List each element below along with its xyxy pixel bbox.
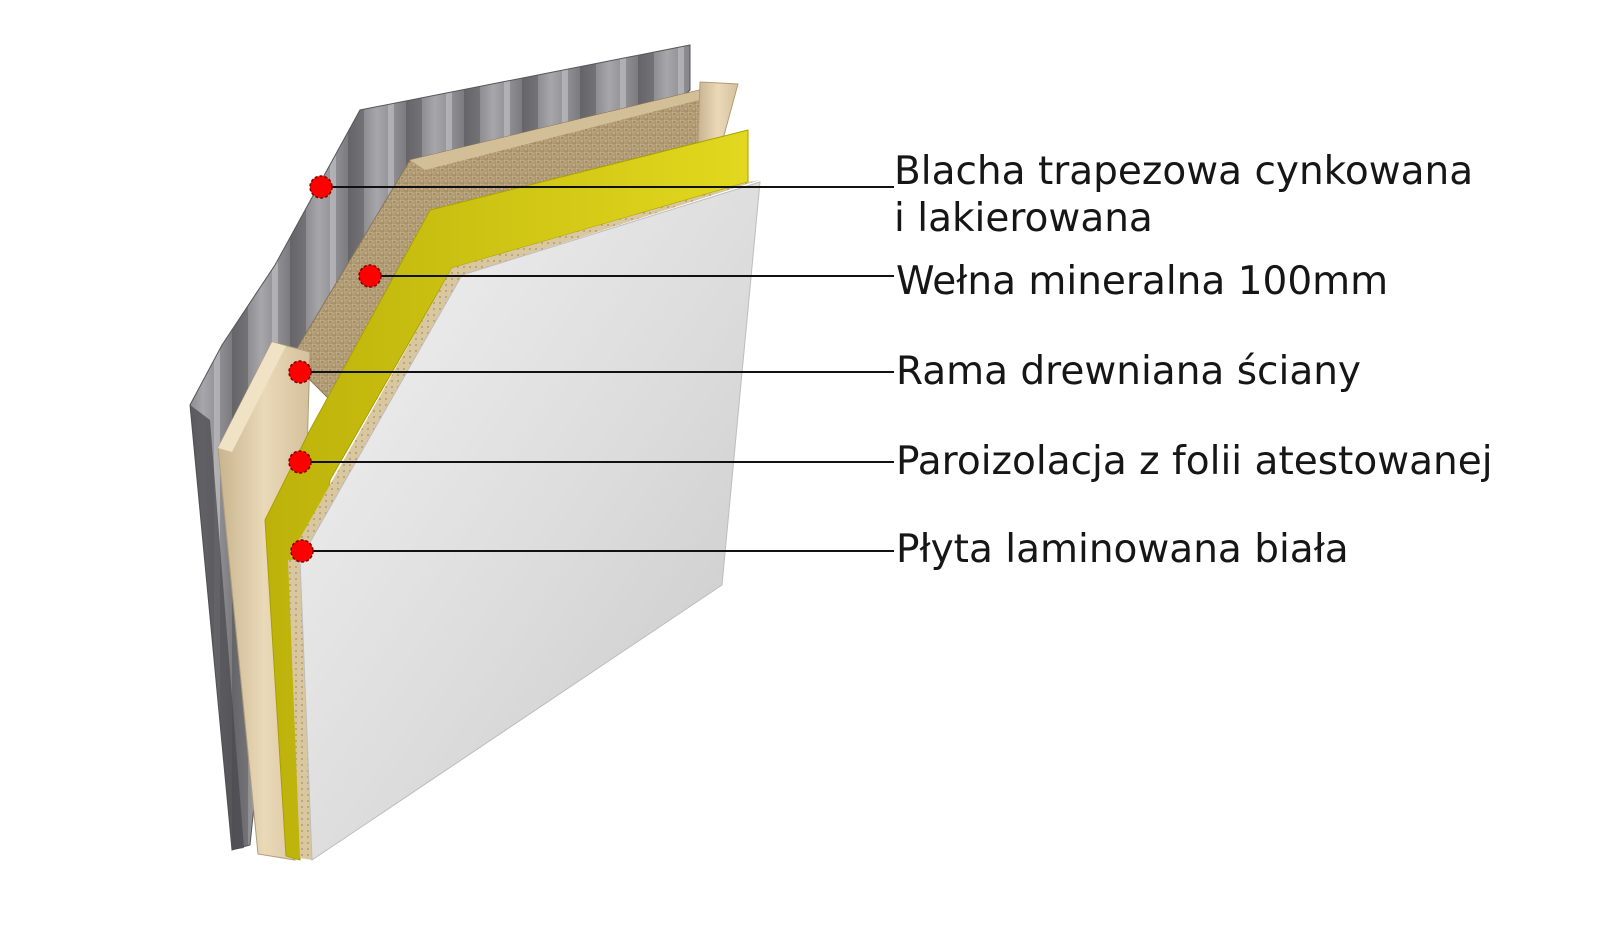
label-line: Rama drewniana ściany	[896, 349, 1362, 394]
label-line: Blacha trapezowa cynkowana	[894, 149, 1474, 194]
marker-dot-frame	[288, 360, 312, 384]
marker-dot-vapor	[288, 450, 312, 474]
mineral-wool-top-face	[410, 90, 715, 170]
label-vapor-barrier: Paroizolacja z folii atestowanej	[896, 438, 1493, 485]
timber-frame-post-face	[218, 342, 286, 452]
label-line: Paroizolacja z folii atestowanej	[896, 439, 1493, 484]
layer-markers	[288, 175, 382, 563]
marker-dot-wool	[358, 264, 382, 288]
trapezoidal-sheet-edge	[190, 405, 244, 850]
trapezoidal-sheet	[189, 44, 691, 851]
laminated-board-edge	[288, 560, 312, 860]
label-timber-frame: Rama drewniana ściany	[896, 348, 1361, 395]
label-laminated-board: Płyta laminowana biała	[896, 526, 1349, 573]
marker-dot-metal	[309, 175, 333, 199]
marker-dot-board	[290, 539, 314, 563]
label-mineral-wool: Wełna mineralna 100mm	[896, 258, 1388, 305]
leader-lines	[300, 186, 894, 552]
label-line: i lakierowana	[894, 196, 1153, 241]
label-line: Płyta laminowana biała	[896, 527, 1349, 572]
label-trapezoidal-sheet: Blacha trapezowa cynkowana i lakierowana	[894, 148, 1473, 242]
laminated-board	[299, 181, 761, 861]
label-line: Wełna mineralna 100mm	[896, 259, 1389, 304]
